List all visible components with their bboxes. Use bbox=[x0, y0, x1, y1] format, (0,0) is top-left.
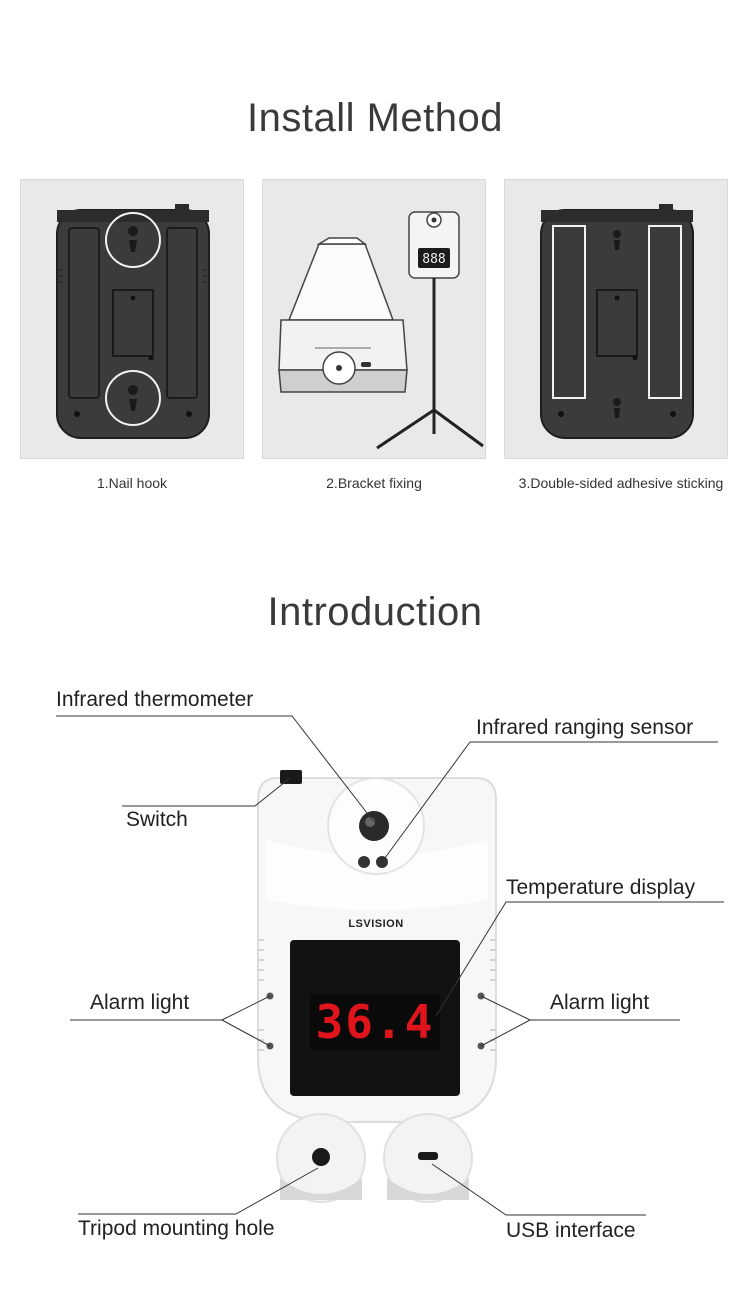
power-switch[interactable] bbox=[280, 770, 302, 784]
label-usb-interface: USB interface bbox=[506, 1219, 636, 1242]
label-infrared-thermometer: Infrared thermometer bbox=[56, 688, 254, 711]
label-alarm-light-left: Alarm light bbox=[90, 991, 190, 1014]
label-temperature-display: Temperature display bbox=[506, 876, 696, 899]
bracket-fixing-caption: 2.Bracket fixing bbox=[326, 475, 422, 491]
tripod-hole bbox=[312, 1148, 330, 1166]
alarm-light-left-bottom bbox=[266, 1042, 274, 1050]
introduction-title: Introduction bbox=[267, 590, 483, 634]
bracket-fixing-image: 888 bbox=[262, 179, 486, 459]
usb-port bbox=[418, 1152, 438, 1160]
label-infrared-ranging-sensor: Infrared ranging sensor bbox=[476, 716, 694, 739]
nail-hook-caption: 1.Nail hook bbox=[96, 475, 168, 491]
brand-logo: LSVISION bbox=[348, 918, 404, 930]
alarm-light-right-bottom bbox=[477, 1042, 485, 1050]
adhesive-sticking-caption: 3.Double-sided adhesive sticking bbox=[518, 475, 724, 491]
label-switch: Switch bbox=[126, 808, 188, 831]
label-tripod-mounting-hole: Tripod mounting hole bbox=[78, 1217, 275, 1240]
label-alarm-light-right: Alarm light bbox=[550, 991, 650, 1014]
alarm-light-left-top bbox=[266, 992, 274, 1000]
bracket-display-digits: 888 bbox=[422, 252, 445, 267]
adhesive-sticking-image bbox=[504, 179, 728, 459]
temperature-readout: 36.4 bbox=[315, 995, 435, 1049]
alarm-light-right-top bbox=[477, 992, 485, 1000]
nail-hook-image bbox=[20, 179, 244, 459]
install-method-title: Install Method bbox=[246, 96, 504, 140]
